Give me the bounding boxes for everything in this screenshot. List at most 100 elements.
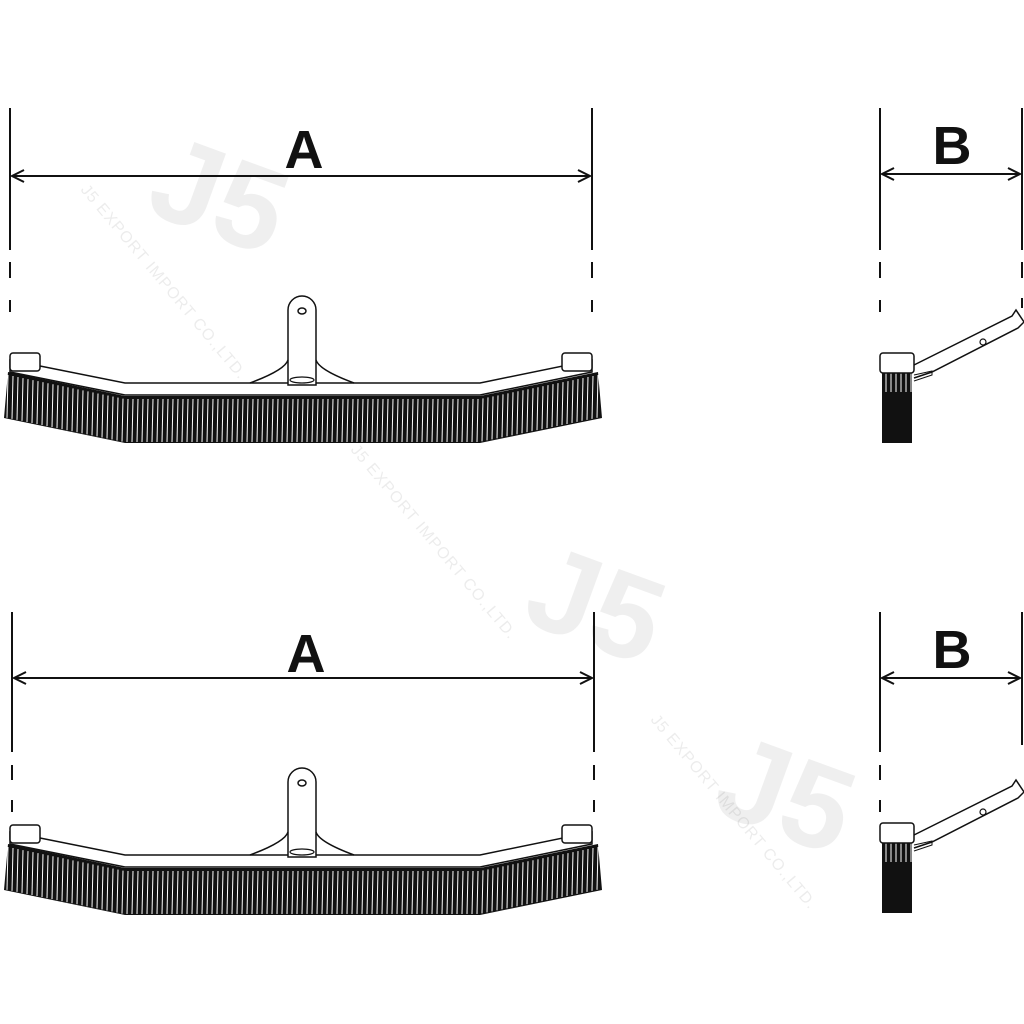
- bristle-gap: [371, 870, 374, 915]
- bristle-gap: [466, 870, 469, 915]
- bristle-gap: [391, 398, 394, 443]
- bristle-gap: [291, 870, 294, 915]
- dimension-label-b: B: [933, 620, 972, 680]
- bristle-gap: [351, 870, 354, 915]
- bristle-gap: [36, 381, 39, 425]
- bristle-gap: [336, 398, 339, 443]
- bristle-gap: [476, 398, 479, 443]
- bristle-gap: [221, 870, 224, 915]
- bristle-gap: [536, 387, 539, 431]
- bristle-gap: [196, 870, 199, 915]
- bristle-gap: [106, 395, 109, 439]
- bristle-gap: [76, 389, 79, 433]
- bristle-gap: [306, 398, 309, 443]
- bristle-gap: [26, 851, 29, 894]
- bristle-gap: [136, 398, 139, 443]
- bristle-gap: [481, 870, 484, 914]
- bristle-gap: [161, 398, 164, 443]
- bristle-gap: [586, 377, 589, 420]
- handle-socket: [287, 295, 317, 386]
- bristle-gap: [481, 398, 484, 442]
- handle-brace: [249, 359, 355, 384]
- bristle-gap: [501, 394, 504, 438]
- bristle-gap: [431, 398, 434, 443]
- bristle-gap: [336, 870, 339, 915]
- bristle-gap: [216, 398, 219, 443]
- bristle-gap: [266, 398, 269, 443]
- bristle-gap: [21, 850, 24, 893]
- bristle-gap: [251, 870, 254, 915]
- bristle-gap: [161, 870, 164, 915]
- bristle-gap: [461, 398, 464, 443]
- bristle-gap: [6, 846, 9, 890]
- bristle-gap: [596, 846, 599, 890]
- bristle-gap: [126, 398, 129, 443]
- bristle-gap: [341, 398, 344, 443]
- bristle-gap: [101, 394, 104, 438]
- bristle-gap: [96, 865, 99, 909]
- bristle-gap: [581, 378, 584, 421]
- bristle-gap: [431, 870, 434, 915]
- bristle-gap: [181, 870, 184, 915]
- bristle-gap: [436, 870, 439, 915]
- bristle-gap: [261, 870, 264, 915]
- bristle-gap: [426, 870, 429, 915]
- bristle-gap: [461, 870, 464, 915]
- bristle-gap: [316, 398, 319, 443]
- bristle-gap: [106, 867, 109, 911]
- brush-cap: [879, 352, 915, 374]
- dimension-label-a: A: [285, 120, 324, 180]
- watermark-logo: J5: [510, 519, 681, 691]
- bristle-gap: [216, 870, 219, 915]
- bristle-gap: [361, 870, 364, 915]
- bristle-gap: [321, 870, 324, 915]
- bristle-gap: [111, 868, 114, 912]
- bristle-gap: [116, 869, 119, 913]
- bristle-gap: [31, 380, 34, 424]
- bristle-gap: [286, 398, 289, 443]
- bristle-gap: [556, 855, 559, 899]
- bristle-gap: [256, 398, 259, 443]
- bristle-gap: [381, 870, 384, 915]
- bristle-gap: [11, 376, 14, 419]
- bristle-gap: [496, 867, 499, 911]
- bristle-gap: [386, 870, 389, 915]
- handle-socket: [287, 767, 317, 858]
- bristle-gap: [176, 870, 179, 915]
- bristle-gap: [171, 870, 174, 915]
- dimension-a-top: [9, 108, 593, 312]
- dimension-b-bottom: [879, 612, 1023, 812]
- bristle-gap: [576, 379, 579, 422]
- bristle-gap: [171, 398, 174, 443]
- bristle-gap: [166, 870, 169, 915]
- brush-frame: [9, 831, 593, 868]
- bristle-gap: [46, 383, 49, 427]
- bristle-gap: [296, 398, 299, 443]
- bristle-gap: [226, 398, 229, 443]
- bristle-gap: [71, 860, 74, 904]
- end-cap-left: [9, 352, 41, 372]
- bristle-gap: [46, 855, 49, 899]
- bristle-gap: [486, 869, 489, 913]
- bristle-block: [882, 838, 912, 913]
- bristle-gap: [366, 398, 369, 443]
- bristle-gap: [51, 384, 54, 428]
- bristle-gap: [56, 385, 59, 429]
- bristle-gap: [586, 849, 589, 892]
- bristle-gap: [591, 376, 594, 419]
- handle-hole: [979, 808, 987, 816]
- bristle-gap: [421, 870, 424, 915]
- bristle-gap: [26, 379, 29, 422]
- bristle-gap: [446, 870, 449, 915]
- bristle-gap: [111, 396, 114, 440]
- bristle-gap: [516, 863, 519, 907]
- bristle-gap: [471, 398, 474, 443]
- dimension-label-a: A: [287, 624, 326, 684]
- bristle-gap: [356, 398, 359, 443]
- bristle-gap: [546, 385, 549, 429]
- bristle-gap: [456, 870, 459, 915]
- bristle-gap: [16, 849, 19, 892]
- bristle-gap: [366, 870, 369, 915]
- brush-cap: [879, 822, 915, 844]
